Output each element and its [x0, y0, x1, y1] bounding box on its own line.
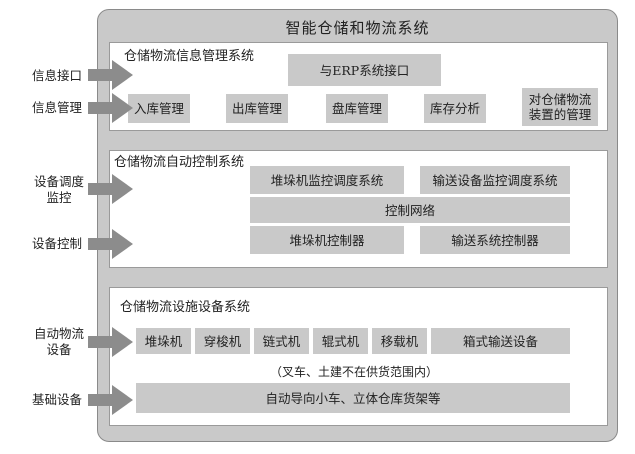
stacker-box: 堆垛机: [136, 328, 191, 354]
arrow-auto-logistics-icon: [88, 327, 133, 357]
box-conveyor-box: 箱式输送设备: [431, 328, 570, 354]
device-dispatch-label: 设备调度 监控: [32, 174, 86, 206]
arrow-shape: [88, 385, 133, 415]
stacker-monitor-box: 堆垛机监控调度系统: [250, 166, 404, 194]
device-control-label: 设备控制: [32, 236, 83, 251]
device-management-box: 对仓储物流 装置的管理: [522, 88, 598, 126]
arrow-shape: [88, 327, 133, 357]
conveyor-controller-box: 输送系统控制器: [420, 226, 570, 254]
auto-logistics-line1: 自动物流: [33, 326, 84, 341]
stacker-controller-box: 堆垛机控制器: [250, 226, 404, 254]
diagram-title: 智能仓储和物流系统: [285, 19, 430, 37]
supply-scope-note: （叉车、土建不在供货范围内）: [270, 365, 439, 379]
info-system-title: 仓储物流信息管理系统: [124, 49, 255, 64]
outbound-management-box: 出库管理: [226, 94, 288, 123]
chain-conveyor-box: 链式机: [254, 328, 309, 354]
auto-logistics-line2: 设备: [46, 342, 72, 357]
control-network-box: 控制网络: [250, 197, 570, 223]
agv-shelving-box: 自动导向小车、立体仓库货架等: [136, 383, 570, 413]
info-management-label: 信息管理: [32, 100, 83, 115]
basic-equipment-label: 基础设备: [32, 392, 83, 407]
arrow-shape: [88, 60, 133, 90]
arrow-shape: [88, 93, 133, 123]
arrow-device-dispatch-icon: [88, 174, 133, 204]
facility-system-title: 仓储物流设施设备系统: [120, 300, 251, 315]
roller-conveyor-box: 辊式机: [313, 328, 368, 354]
transfer-machine-box: 移载机: [372, 328, 427, 354]
control-system-title: 仓储物流自动控制系统: [114, 155, 245, 170]
arrow-shape: [88, 229, 133, 259]
arrow-basic-equipment-icon: [88, 385, 133, 415]
device-dispatch-line1: 设备调度: [33, 174, 84, 189]
arrow-info-management-icon: [88, 93, 133, 123]
shuttle-box: 穿梭机: [195, 328, 250, 354]
conveyor-monitor-box: 输送设备监控调度系统: [420, 166, 570, 194]
arrow-shape: [88, 174, 133, 204]
erp-interface-box: 与ERP系统接口: [288, 54, 441, 86]
inventory-check-box: 盘库管理: [326, 94, 388, 123]
device-management-line2: 装置的管理: [528, 107, 592, 122]
device-dispatch-line2: 监控: [46, 190, 72, 205]
auto-logistics-label: 自动物流 设备: [32, 326, 86, 358]
device-management-line1: 对仓储物流: [528, 92, 592, 107]
info-interface-label: 信息接口: [32, 68, 83, 83]
arrow-info-interface-icon: [88, 60, 133, 90]
arrow-device-control-icon: [88, 229, 133, 259]
inventory-analysis-box: 库存分析: [424, 94, 486, 123]
inbound-management-box: 入库管理: [128, 94, 190, 123]
